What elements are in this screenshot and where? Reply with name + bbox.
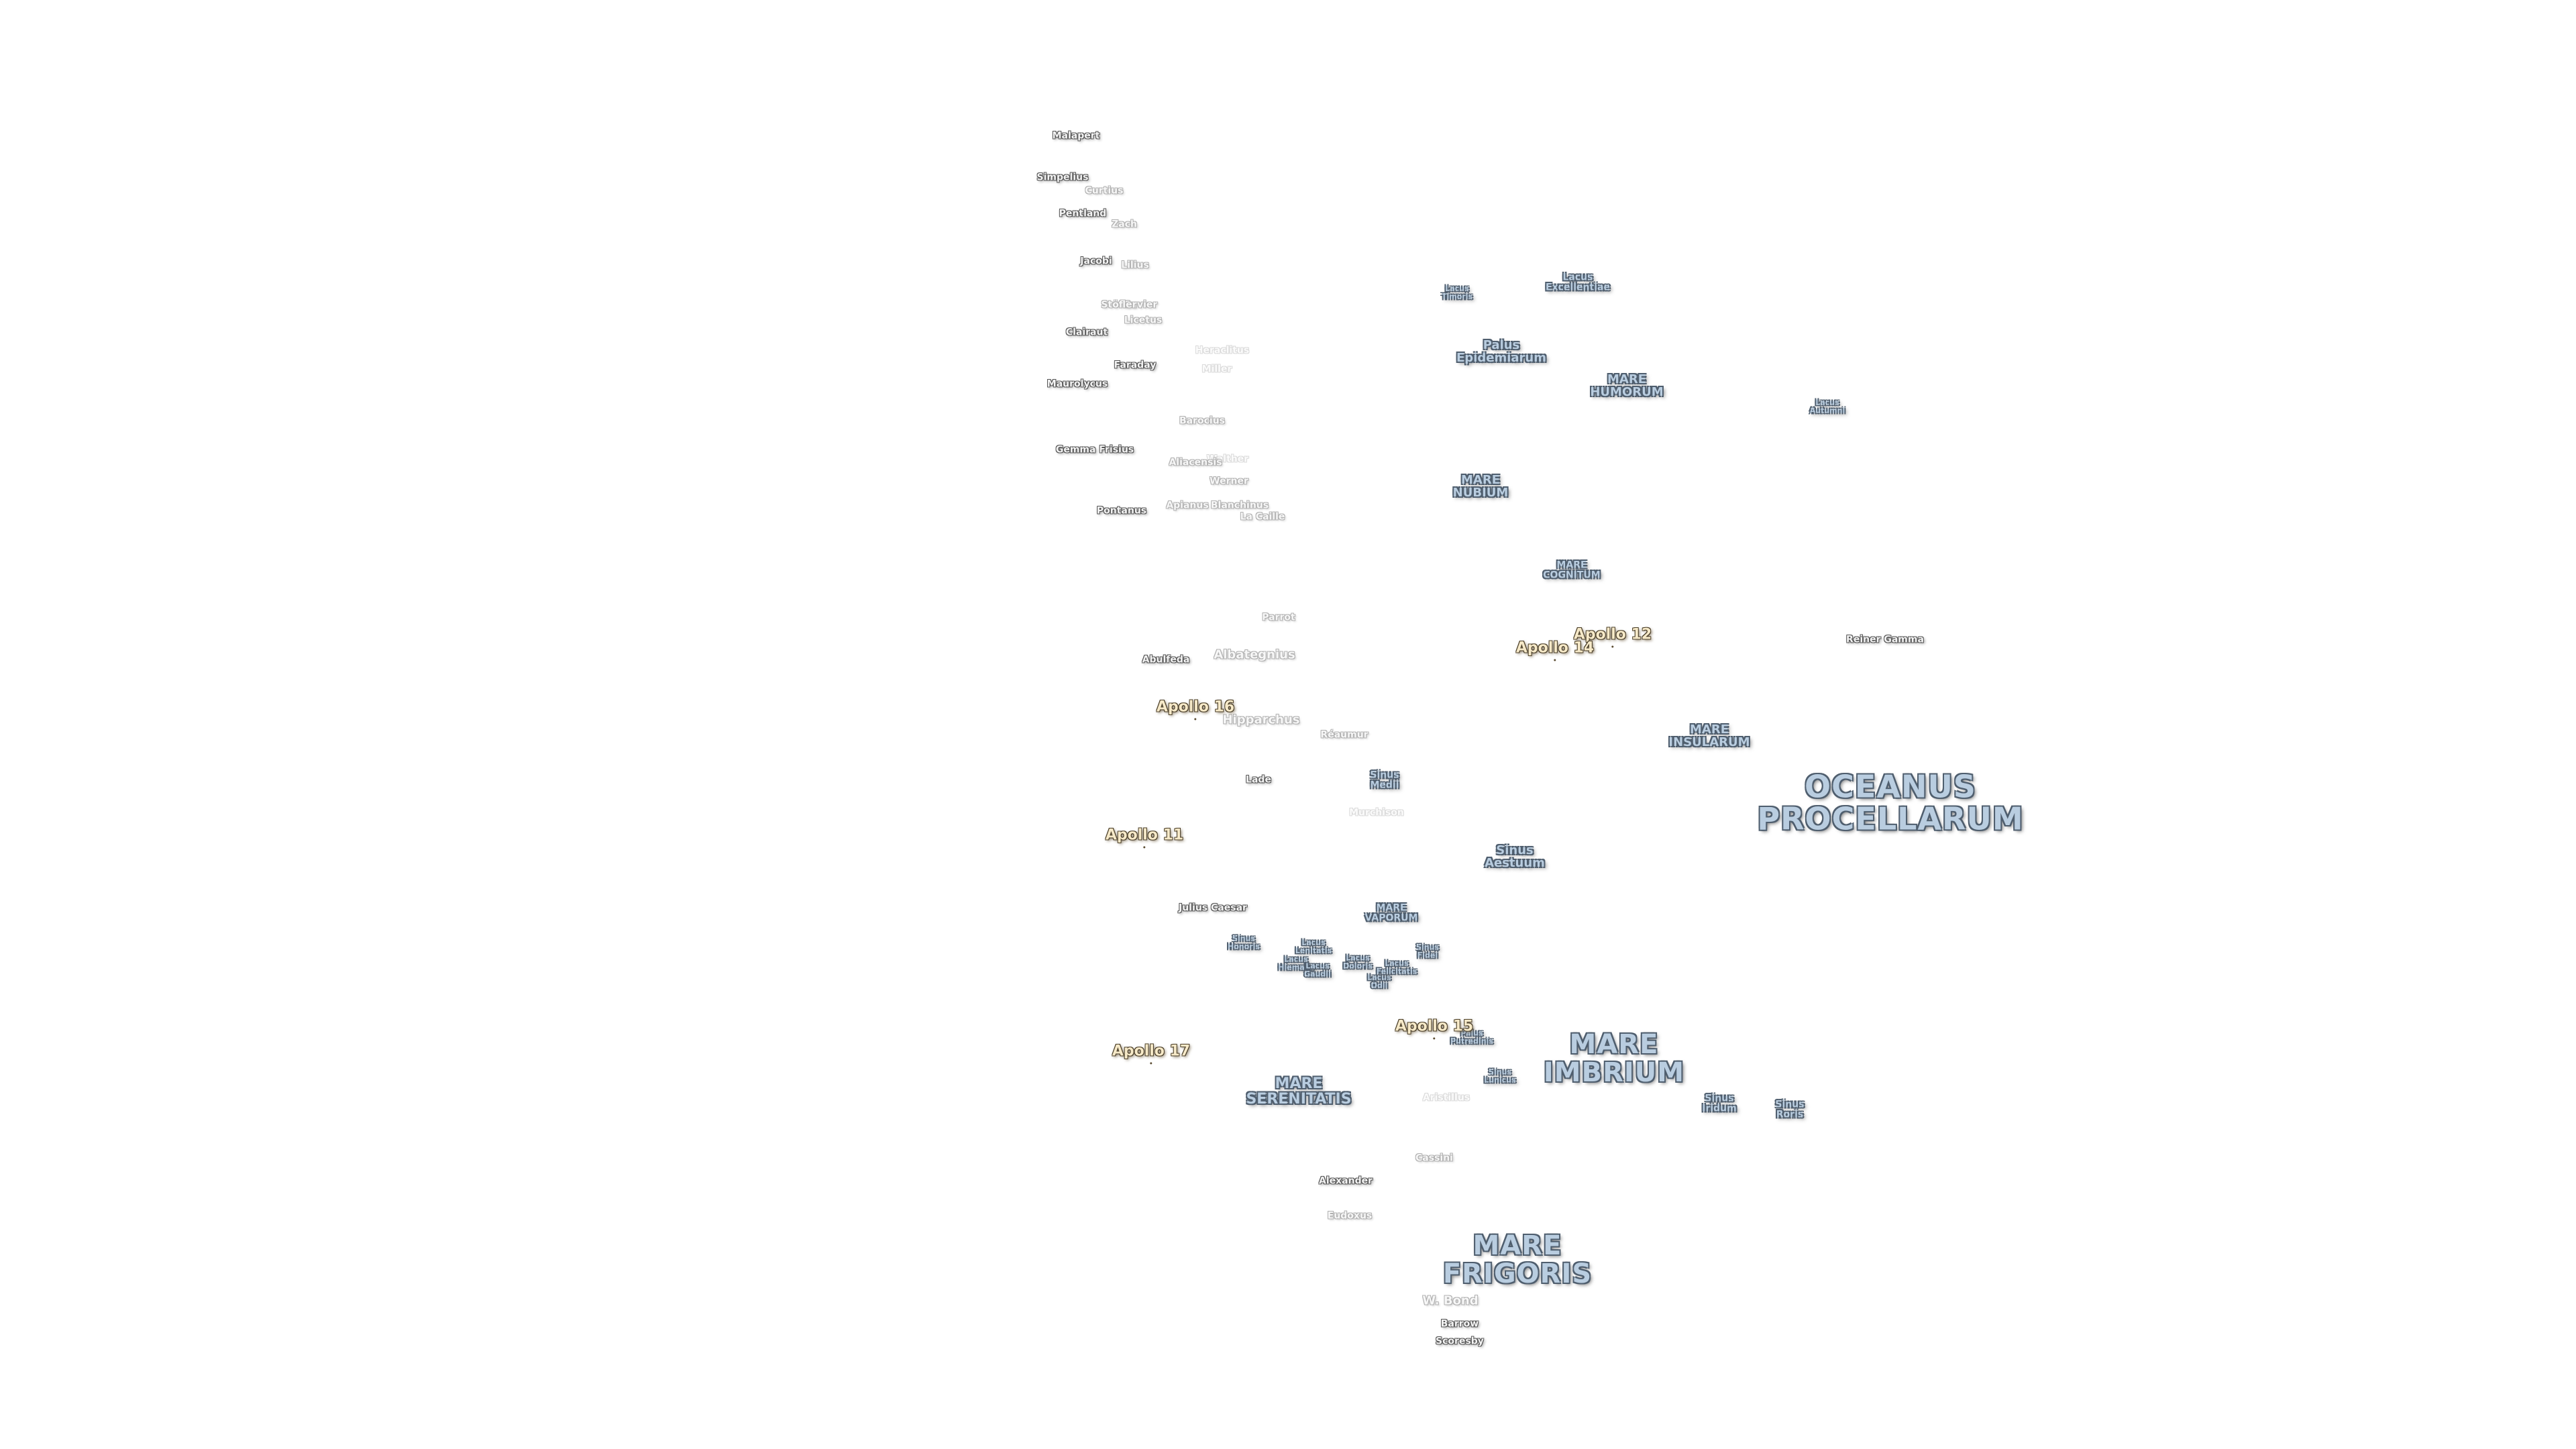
crater-label: Scoresby xyxy=(1436,1336,1484,1347)
crater-label: Maurolycus xyxy=(1046,378,1108,390)
crater-label: Barocius xyxy=(1179,415,1226,427)
palus-putredinis-label: Palus Putredinis xyxy=(1450,1028,1493,1045)
crater-label: Heraclitus xyxy=(1195,345,1250,356)
crater-label: Julius Caesar xyxy=(1179,902,1247,914)
crater-label: Faraday xyxy=(1114,360,1157,371)
lacus-timoris-label: Lacus Timoris xyxy=(1441,284,1473,301)
crater-label: Pontanus xyxy=(1096,505,1147,517)
crater-label: Lilius xyxy=(1121,260,1149,271)
crater-label: Reiner Gamma xyxy=(1846,634,1924,645)
crater-label: Pentland xyxy=(1059,208,1107,219)
mare-frigoris-label: MARE FRIGORIS xyxy=(1442,1230,1593,1289)
apollo-14-label: Apollo 14 xyxy=(1516,640,1594,661)
crater-label: Albategnius xyxy=(1214,647,1295,662)
sinus-aestuum-label: Sinus Aestuum xyxy=(1485,843,1545,870)
sinus-fidei-label: Sinus Fidei xyxy=(1416,943,1439,959)
crater-label: Aliacensis xyxy=(1169,457,1222,468)
crater-label: Barrow xyxy=(1440,1318,1479,1330)
crater-label: Alexander xyxy=(1319,1175,1373,1187)
crater-label: Malapert xyxy=(1052,130,1100,142)
crater-label: Réaumur xyxy=(1320,729,1368,741)
crater-label: Werner xyxy=(1210,476,1248,487)
crater-label: Walther xyxy=(1206,453,1249,465)
crater-label: Murchison xyxy=(1349,807,1404,818)
crater-label: Eudoxus xyxy=(1327,1210,1373,1222)
crater-label: Stöfler xyxy=(1101,299,1137,311)
apollo-17-label: Apollo 17 xyxy=(1112,1043,1190,1065)
palus-epidemiarum-label: Palus Epidemiarum xyxy=(1456,338,1546,365)
lacus-gaudii-label: Lacus Gaudii xyxy=(1304,961,1331,978)
sinus-roris-label: Sinus Roris xyxy=(1775,1099,1805,1120)
mare-nubium-label: MARE NUBIUM xyxy=(1452,473,1509,500)
sinus-medii-label: Sinus Medii xyxy=(1370,769,1399,790)
crater-label: Simpelius xyxy=(1036,172,1089,183)
lacus-doloris-label: Lacus Doloris xyxy=(1343,953,1373,970)
crater-label: W. Bond xyxy=(1422,1293,1479,1308)
landing-site-marker xyxy=(1554,659,1556,661)
crater-label: Hipparchus xyxy=(1222,712,1300,727)
lacus-felicitatis-label: Lacus Felicitatis xyxy=(1376,959,1417,975)
crater-label: Aristillus xyxy=(1422,1092,1470,1104)
sinus-honoris-label: Sinus Honoris xyxy=(1228,934,1260,951)
landing-site-marker xyxy=(1611,645,1614,648)
crater-label: Curtius xyxy=(1085,185,1124,197)
crater-label: Gemma Frisius xyxy=(1055,444,1134,455)
crater-label: Cassini xyxy=(1415,1152,1453,1164)
crater-label: Zach xyxy=(1112,219,1137,230)
apollo-12-label: Apollo 12 xyxy=(1574,627,1652,648)
landing-site-marker xyxy=(1433,1037,1436,1040)
landing-site-marker xyxy=(1143,846,1146,849)
crater-label: Jacobi xyxy=(1080,256,1112,267)
lacus-excellentiae-label: Lacus Excellentiae xyxy=(1546,272,1610,292)
apollo-16-label: Apollo 16 xyxy=(1157,699,1234,720)
apollo-15-label: Apollo 15 xyxy=(1395,1018,1473,1040)
crater-label: Parrot xyxy=(1262,612,1295,623)
crater-label: Miller xyxy=(1201,364,1232,375)
mare-vaporum-label: MARE VAPORUM xyxy=(1364,902,1418,923)
lacus-hiemalis-label: Lacus Hiemalis xyxy=(1278,955,1314,971)
crater-label: La Caille xyxy=(1240,511,1285,523)
crater-label: Apianus xyxy=(1166,500,1209,511)
mare-cognitum-label: MARE COGNITUM xyxy=(1543,559,1601,580)
oceanus-procellarum-label: OCEANUS PROCELLARUM xyxy=(1757,768,2024,837)
mare-insularum-label: MARE INSULARUM xyxy=(1668,722,1750,749)
mare-serenitatis-label: MARE SERENITATIS xyxy=(1246,1075,1352,1108)
crater-label: Lade xyxy=(1246,774,1271,786)
lacus-autumni-label: Lacus Autumni xyxy=(1809,398,1845,415)
lacus-lenitatis-label: Lacus Lenitatis xyxy=(1295,938,1332,955)
apollo-11-label: Apollo 11 xyxy=(1106,827,1183,849)
crater-label: Cuvier xyxy=(1123,299,1158,311)
mare-humorum-label: MARE HUMORUM xyxy=(1590,372,1664,399)
crater-label: Clairaut xyxy=(1065,327,1108,338)
crater-label: Blanchinus xyxy=(1210,500,1269,511)
mare-imbrium-label: MARE IMBRIUM xyxy=(1543,1029,1685,1088)
lacus-odii-label: Lacus Odii xyxy=(1367,973,1391,989)
landing-site-marker xyxy=(1194,718,1197,720)
crater-label: Licetus xyxy=(1124,315,1163,326)
sinus-iridum-label: Sinus Iridum xyxy=(1702,1093,1737,1114)
landing-site-marker xyxy=(1150,1062,1152,1065)
crater-label: Abulfeda xyxy=(1142,654,1190,665)
sinus-lunicus-label: Sinus Lunicus xyxy=(1484,1067,1516,1084)
